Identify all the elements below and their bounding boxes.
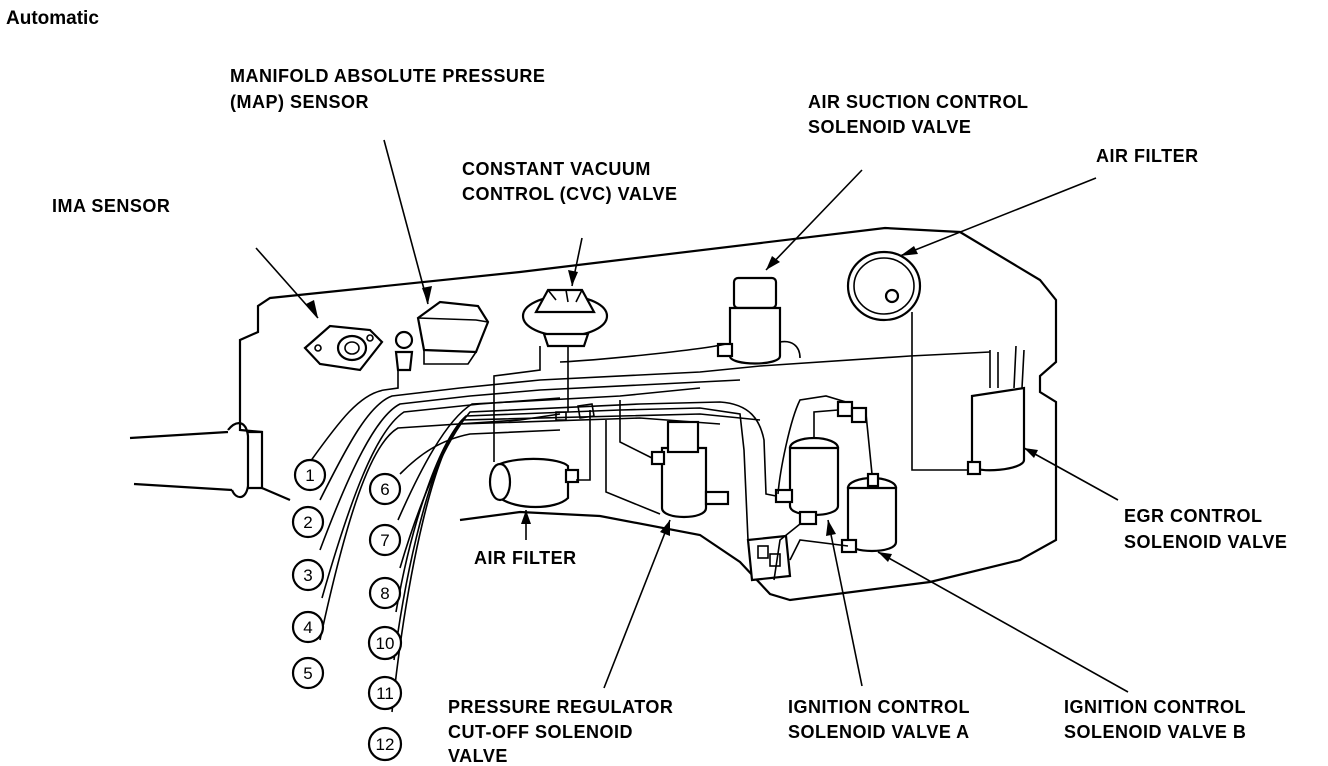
hose-marker-4: 4 [291, 610, 325, 644]
air-filter-bottom [488, 457, 580, 508]
air-suction-solenoid [716, 276, 801, 365]
hose-marker-5: 5 [291, 656, 325, 690]
hose-marker-10: 10 [367, 625, 403, 661]
hose-marker-7: 7 [368, 523, 402, 557]
label-cvc-valve: CONSTANT VACUUM CONTROL (CVC) VALVE [462, 159, 678, 204]
label-air-filter-bottom: AIR FILTER [474, 548, 577, 568]
label-ima-sensor: IMA SENSOR [52, 196, 170, 216]
label-air-suction: AIR SUCTION CONTROL SOLENOID VALVE [808, 92, 1034, 137]
svg-text:12: 12 [376, 735, 395, 754]
engine-outline [238, 226, 1058, 602]
svg-text:7: 7 [380, 531, 389, 550]
pressure-regulator-solenoid [650, 420, 730, 518]
intake-duct [129, 422, 291, 502]
ignition-solenoid-a [774, 420, 840, 526]
hose-marker-11: 11 [367, 675, 403, 711]
svg-text:11: 11 [376, 684, 394, 703]
hose-junction [746, 534, 792, 582]
label-egr-valve: EGR CONTROL SOLENOID VALVE [1124, 506, 1287, 552]
hose-marker-2: 2 [291, 505, 325, 539]
ignition-solenoid-b [840, 472, 898, 554]
hose-marker-8: 8 [368, 576, 402, 610]
label-ignition-b: IGNITION CONTROL SOLENOID VALVE B [1064, 697, 1251, 742]
svg-text:5: 5 [303, 664, 312, 683]
hose-number-markers: 1 2 3 4 5 6 7 8 10 11 12 [291, 458, 403, 762]
ima-sensor [303, 324, 384, 372]
hose-marker-12: 12 [367, 726, 403, 762]
small-fitting [394, 330, 414, 372]
component-labels: MANIFOLD ABSOLUTE PRESSURE (MAP) SENSOR … [52, 66, 1287, 766]
air-filter-top [846, 250, 922, 322]
svg-text:2: 2 [303, 513, 312, 532]
page-heading: Automatic [6, 8, 99, 29]
svg-text:6: 6 [380, 480, 389, 499]
hose-marker-6: 6 [368, 472, 402, 506]
hose-marker-3: 3 [291, 558, 325, 592]
svg-text:10: 10 [376, 634, 395, 653]
label-map-sensor: MANIFOLD ABSOLUTE PRESSURE (MAP) SENSOR [230, 66, 551, 112]
label-ignition-a: IGNITION CONTROL SOLENOID VALVE A [788, 697, 975, 742]
egr-solenoid [966, 345, 1026, 476]
check-valve [836, 400, 868, 424]
cvc-valve [521, 288, 609, 348]
map-sensor [416, 300, 490, 365]
svg-text:8: 8 [380, 584, 389, 603]
svg-text:1: 1 [305, 466, 314, 485]
svg-text:4: 4 [303, 618, 312, 637]
label-pressure-regulator: PRESSURE REGULATOR CUT-OFF SOLENOID VALV… [448, 697, 679, 766]
svg-text:3: 3 [303, 566, 312, 585]
hose-marker-1: 1 [293, 458, 327, 492]
leader-lines [255, 139, 1129, 693]
label-air-filter-top: AIR FILTER [1096, 146, 1199, 166]
